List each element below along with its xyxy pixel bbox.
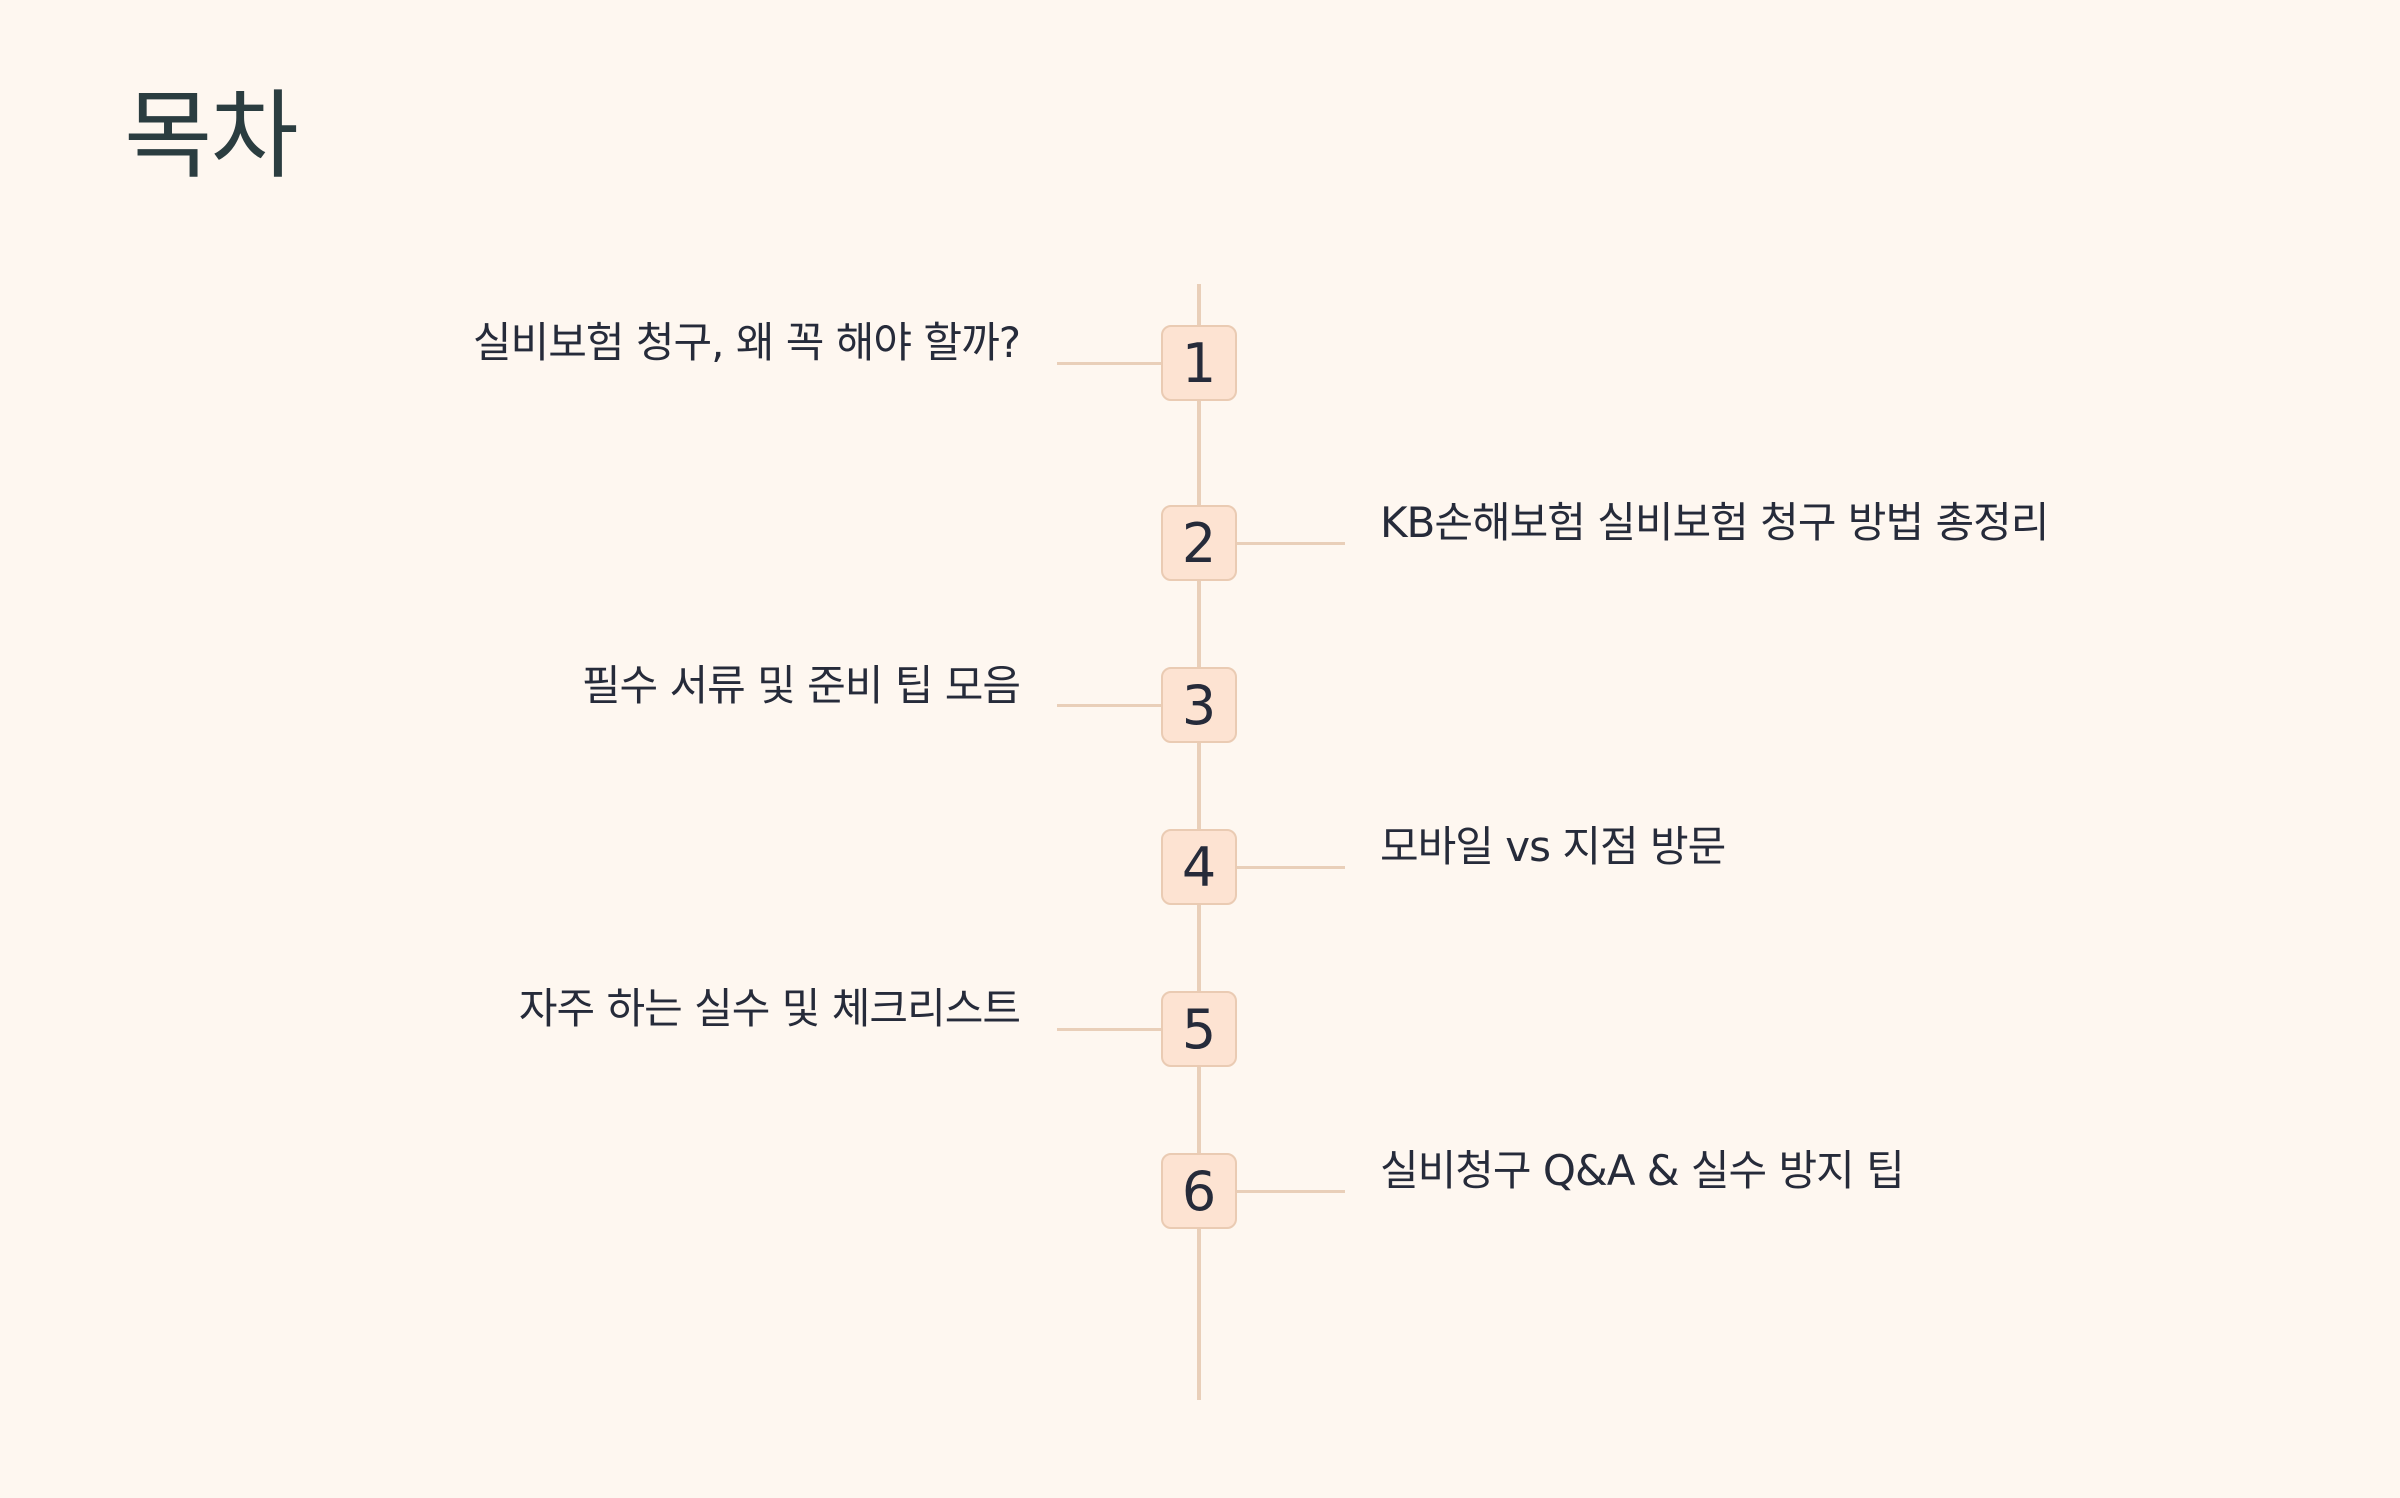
toc-number-badge[interactable]: 5 xyxy=(1161,991,1237,1067)
toc-item-label[interactable]: 실비청구 Q&A & 실수 방지 팁 xyxy=(1380,1146,1905,1195)
toc-number-badge[interactable]: 2 xyxy=(1161,505,1237,581)
connector-line xyxy=(1237,542,1345,545)
toc-item-label[interactable]: 실비보험 청구, 왜 꼭 해야 할까? xyxy=(472,318,1021,367)
toc-item-label[interactable]: 모바일 vs 지점 방문 xyxy=(1380,822,1726,871)
connector-line xyxy=(1057,362,1161,365)
toc-number-badge[interactable]: 3 xyxy=(1161,667,1237,743)
toc-number-badge[interactable]: 6 xyxy=(1161,1153,1237,1229)
toc-item-label[interactable]: 자주 하는 실수 및 체크리스트 xyxy=(518,984,1021,1033)
toc-item-label[interactable]: 필수 서류 및 준비 팁 모음 xyxy=(581,661,1021,710)
toc-number-badge[interactable]: 1 xyxy=(1161,325,1237,401)
connector-line xyxy=(1237,866,1345,869)
connector-line xyxy=(1237,1190,1345,1193)
connector-line xyxy=(1057,704,1161,707)
page-title: 목차 xyxy=(124,80,299,192)
toc-item-label[interactable]: KB손해보험 실비보험 청구 방법 총정리 xyxy=(1380,498,2049,547)
toc-number-badge[interactable]: 4 xyxy=(1161,829,1237,905)
connector-line xyxy=(1057,1028,1161,1031)
